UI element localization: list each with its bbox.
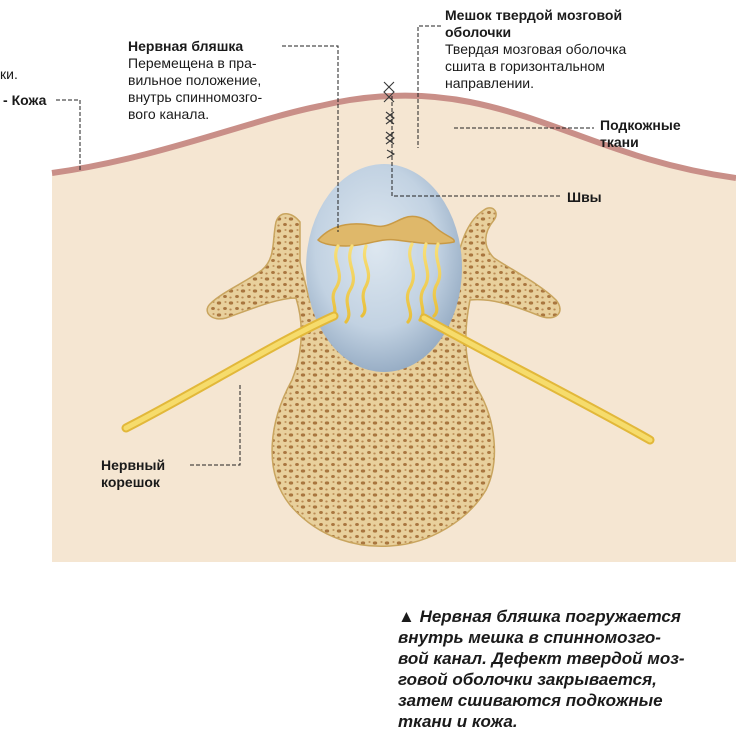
figure-caption: ▲ Нервная бляшка погружается внутрь мешк… [398,607,685,731]
nerve-root-annotation: Нервный корешок [101,457,166,490]
nerve-root-left-core [123,313,337,431]
edge-fragment-label: ки. [0,66,18,82]
caption-marker: ▲ [398,607,415,626]
leader-lines [56,25,594,466]
skin-layer [51,92,736,181]
dural-sac-title: Мешок твердой мозговой [445,7,623,23]
dural-sac-annotation: Мешок твердой мозговой оболочки Твердая … [445,7,627,91]
subcutaneous-annotation: Подкожные ткани [600,117,681,150]
vertebra [206,207,561,548]
nerve-root-right-core [421,315,653,443]
sutures-label: Швы [567,189,602,205]
skin-label: - Кожа [3,92,47,108]
nerve-rootlets [330,242,442,324]
neural-placode-title: Нервная бляшка [128,38,244,54]
neural-placode-annotation: Нервная бляшка Перемещена в пра- вильное… [128,38,263,122]
sutures [383,81,396,159]
